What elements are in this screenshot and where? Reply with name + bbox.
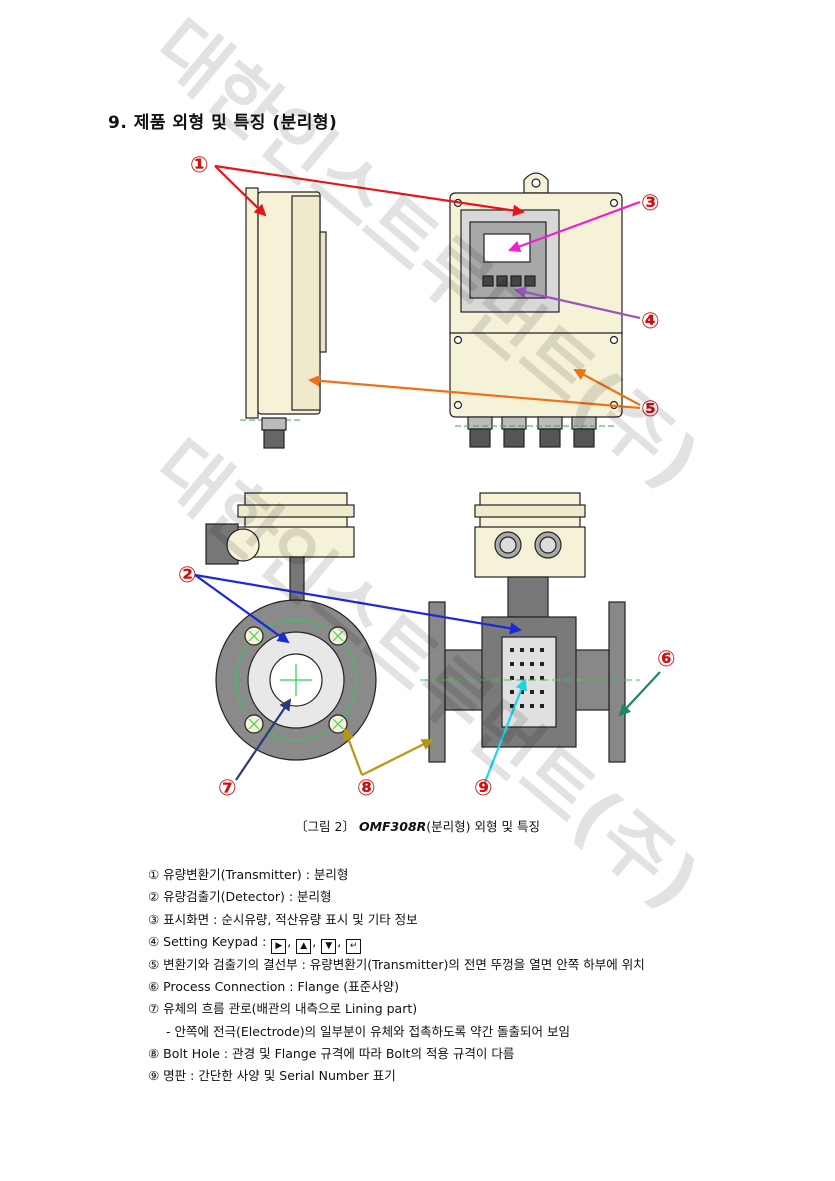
callout-7: ⑦	[218, 776, 237, 801]
caption-model: OMF308R	[358, 819, 427, 834]
callout-labels: ① ② ③ ④ ⑤ ⑥ ⑦ ⑧ ⑨	[178, 153, 676, 801]
callout-1: ①	[190, 153, 209, 178]
callout-6: ⑥	[657, 647, 676, 672]
legend-item: ② 유량검출기(Detector) : 분리형	[148, 889, 332, 905]
callout-5: ⑤	[641, 397, 660, 422]
legend-item: ⑥ Process Connection : Flange (표준사양)	[148, 979, 400, 995]
legend-item: ⑦ 유체의 흐름 관로(배관의 내측으로 Lining part)	[148, 1001, 418, 1017]
detector-side-view	[420, 492, 640, 763]
callout-3: ③	[641, 191, 660, 216]
legend-item: ④ Setting Keypad : ▶, ▲, ▼, ↵	[148, 931, 645, 954]
feature-legend: ① 유량변환기(Transmitter) : 분리형 ② 유량검출기(Detec…	[148, 864, 645, 1088]
page-title: 9. 제품 외형 및 특징 (분리형)	[108, 113, 338, 133]
figure-caption: 〔그림 2〕 OMF308R(분리형) 외형 및 특징	[0, 816, 835, 835]
right-key-icon: ▶	[271, 938, 287, 954]
legend-subitem: - 안쪽에 전극(Electrode)의 일부분이 유체와 접촉하도록 약간 돌…	[166, 1023, 571, 1039]
callout-2: ②	[178, 563, 197, 588]
up-key-icon: ▲	[296, 938, 312, 954]
callout-9: ⑨	[474, 776, 493, 801]
transmitter-side-view	[240, 187, 327, 449]
down-key-icon: ▼	[321, 938, 337, 954]
callout-4: ④	[641, 309, 660, 334]
caption-suffix: (분리형) 외형 및 특징	[426, 819, 540, 834]
legend-item: ⑨ 명판 : 간단한 사양 및 Serial Number 표기	[148, 1068, 396, 1084]
caption-prefix: 〔그림 2〕	[295, 819, 355, 834]
legend-item: ③ 표시화면 : 순시유량, 적산유량 표시 및 기타 정보	[148, 911, 418, 927]
watermark-line-1: 대한인스트루먼트(주)	[138, 3, 714, 506]
legend-item: ⑤ 변환기와 검출기의 결선부 : 유량변환기(Transmitter)의 전면…	[148, 956, 645, 972]
callout-arrows	[194, 164, 661, 783]
legend-item: ① 유량변환기(Transmitter) : 분리형	[148, 867, 349, 882]
enter-key-icon: ↵	[346, 938, 362, 954]
legend-keypad-label: ④ Setting Keypad :	[148, 933, 267, 949]
callout-8: ⑧	[357, 776, 376, 801]
detector-end-view	[205, 492, 377, 761]
transmitter-front-view	[449, 172, 623, 448]
legend-item: ⑧ Bolt Hole : 관경 및 Flange 규격에 따라 Bolt의 적…	[148, 1046, 515, 1062]
